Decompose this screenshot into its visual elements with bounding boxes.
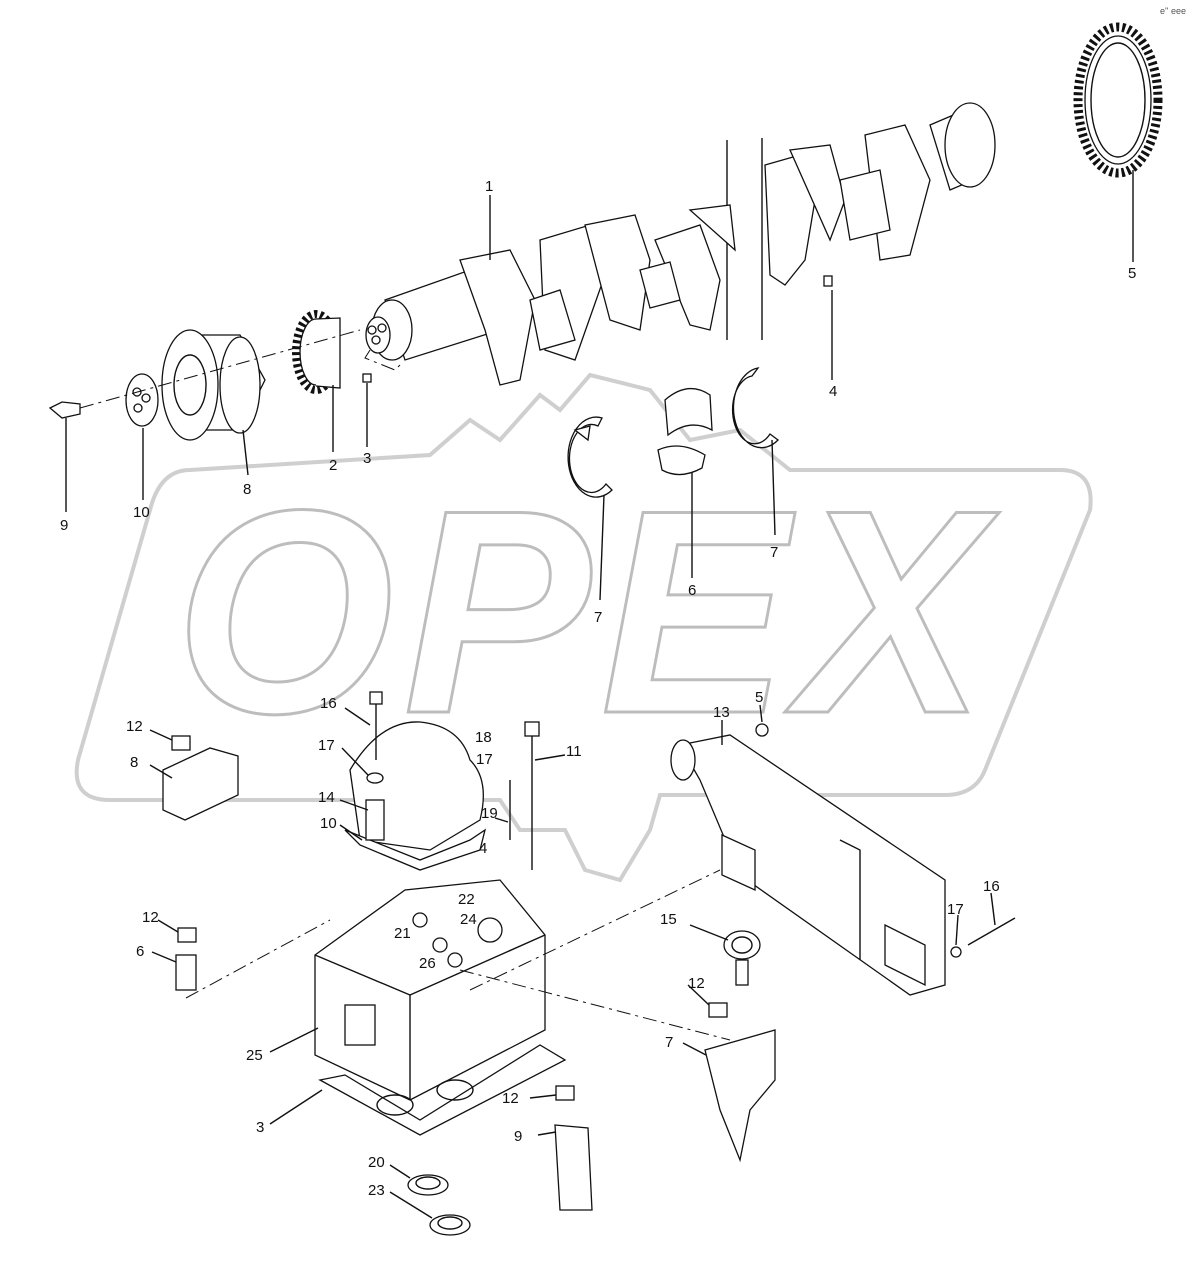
bracket — [162, 747, 239, 821]
nut-right — [708, 1002, 728, 1018]
callout-9: 9 — [60, 517, 68, 534]
callout-18: 18 — [475, 729, 492, 746]
callout-11: 11 — [566, 743, 582, 760]
dowel-pin — [823, 275, 833, 287]
callout-2: 2 — [329, 457, 337, 474]
callout-3-gasket: 3 — [256, 1119, 264, 1136]
callout-12-upper-left: 12 — [126, 718, 143, 735]
callout-13: 13 — [713, 704, 730, 721]
callout-14: 14 — [318, 789, 335, 806]
lifting-bracket — [704, 1029, 776, 1163]
corner-mark: e'' eee — [1160, 6, 1186, 16]
callout-7-bracket: 7 — [665, 1034, 673, 1051]
callout-7-left: 7 — [594, 609, 602, 626]
watermark-text: OPEX — [175, 450, 1000, 774]
callout-24: 24 — [460, 911, 477, 928]
upper-callouts: 1 2 3 4 5 6 7 7 8 9 10 — [60, 178, 1136, 626]
callout-9-rocker: 9 — [514, 1128, 522, 1145]
callout-10-gasket: 10 — [320, 815, 337, 832]
watermark-gear-icon — [74, 372, 1093, 883]
callout-22: 22 — [458, 891, 475, 908]
callout-12-right: 12 — [688, 975, 705, 992]
callout-8: 8 — [243, 481, 251, 498]
callout-17-cover: 17 — [318, 737, 335, 754]
eye-bolt — [723, 930, 761, 986]
callout-19: 19 — [481, 805, 498, 822]
ring-gear — [1073, 22, 1163, 178]
callout-17-manifold: 17 — [947, 901, 964, 918]
nut-lower-left — [177, 927, 197, 943]
callout-25: 25 — [246, 1047, 263, 1064]
thrust-washer-right — [731, 367, 779, 449]
main-bearing-shells — [657, 388, 713, 476]
leader-lines — [65, 170, 1134, 1219]
cylinder-head-assembly — [162, 691, 1016, 1236]
thrust-washer-left — [567, 416, 613, 498]
woodruff-key — [362, 373, 372, 383]
crank-gear — [292, 310, 341, 394]
pulley-hub — [161, 329, 266, 441]
valve-seat-ring — [407, 1174, 449, 1196]
callout-6: 6 — [688, 582, 696, 599]
manifold-washer — [950, 946, 962, 958]
callout-8-bracket: 8 — [130, 754, 138, 771]
crankshaft-assembly — [48, 22, 1163, 498]
callout-6-spacer: 6 — [136, 943, 144, 960]
callout-15: 15 — [660, 911, 677, 928]
callout-5-plug: 5 — [755, 689, 763, 706]
cylinder-head — [314, 879, 546, 1101]
callout-21: 21 — [394, 925, 411, 942]
rocker-support — [554, 1124, 593, 1211]
callout-16-cover: 16 — [320, 695, 337, 712]
manifold-bolt — [967, 917, 1016, 946]
callout-26: 26 — [419, 955, 436, 972]
plug — [755, 723, 769, 737]
callout-7-right: 7 — [770, 544, 778, 561]
callout-16-manifold: 16 — [983, 878, 1000, 895]
valve-seal — [429, 1214, 471, 1236]
callout-12-lower: 12 — [502, 1090, 519, 1107]
nut-lower — [555, 1085, 575, 1101]
callout-4-head: 4 — [479, 840, 487, 857]
watermark: OPEX — [74, 372, 1093, 883]
hub-bolt — [48, 401, 81, 419]
callout-5: 5 — [1128, 265, 1136, 282]
thrust-plate — [125, 373, 159, 427]
callout-3: 3 — [363, 450, 371, 467]
callout-12-lower-left: 12 — [142, 909, 159, 926]
callout-10: 10 — [133, 504, 150, 521]
spacer — [175, 954, 197, 991]
nut-upper-left — [171, 735, 191, 751]
exhaust-manifold — [670, 734, 946, 996]
callout-1: 1 — [485, 178, 493, 195]
crankshaft — [365, 102, 996, 386]
callout-23: 23 — [368, 1182, 385, 1199]
callout-4: 4 — [829, 383, 837, 400]
lower-callouts: 3 4 5 6 7 8 9 10 11 12 12 12 12 13 14 15… — [126, 689, 1000, 1199]
callout-17-stud: 17 — [476, 751, 493, 768]
head-gasket — [318, 1044, 567, 1136]
callout-20: 20 — [368, 1154, 385, 1171]
valve-cover — [344, 721, 487, 871]
